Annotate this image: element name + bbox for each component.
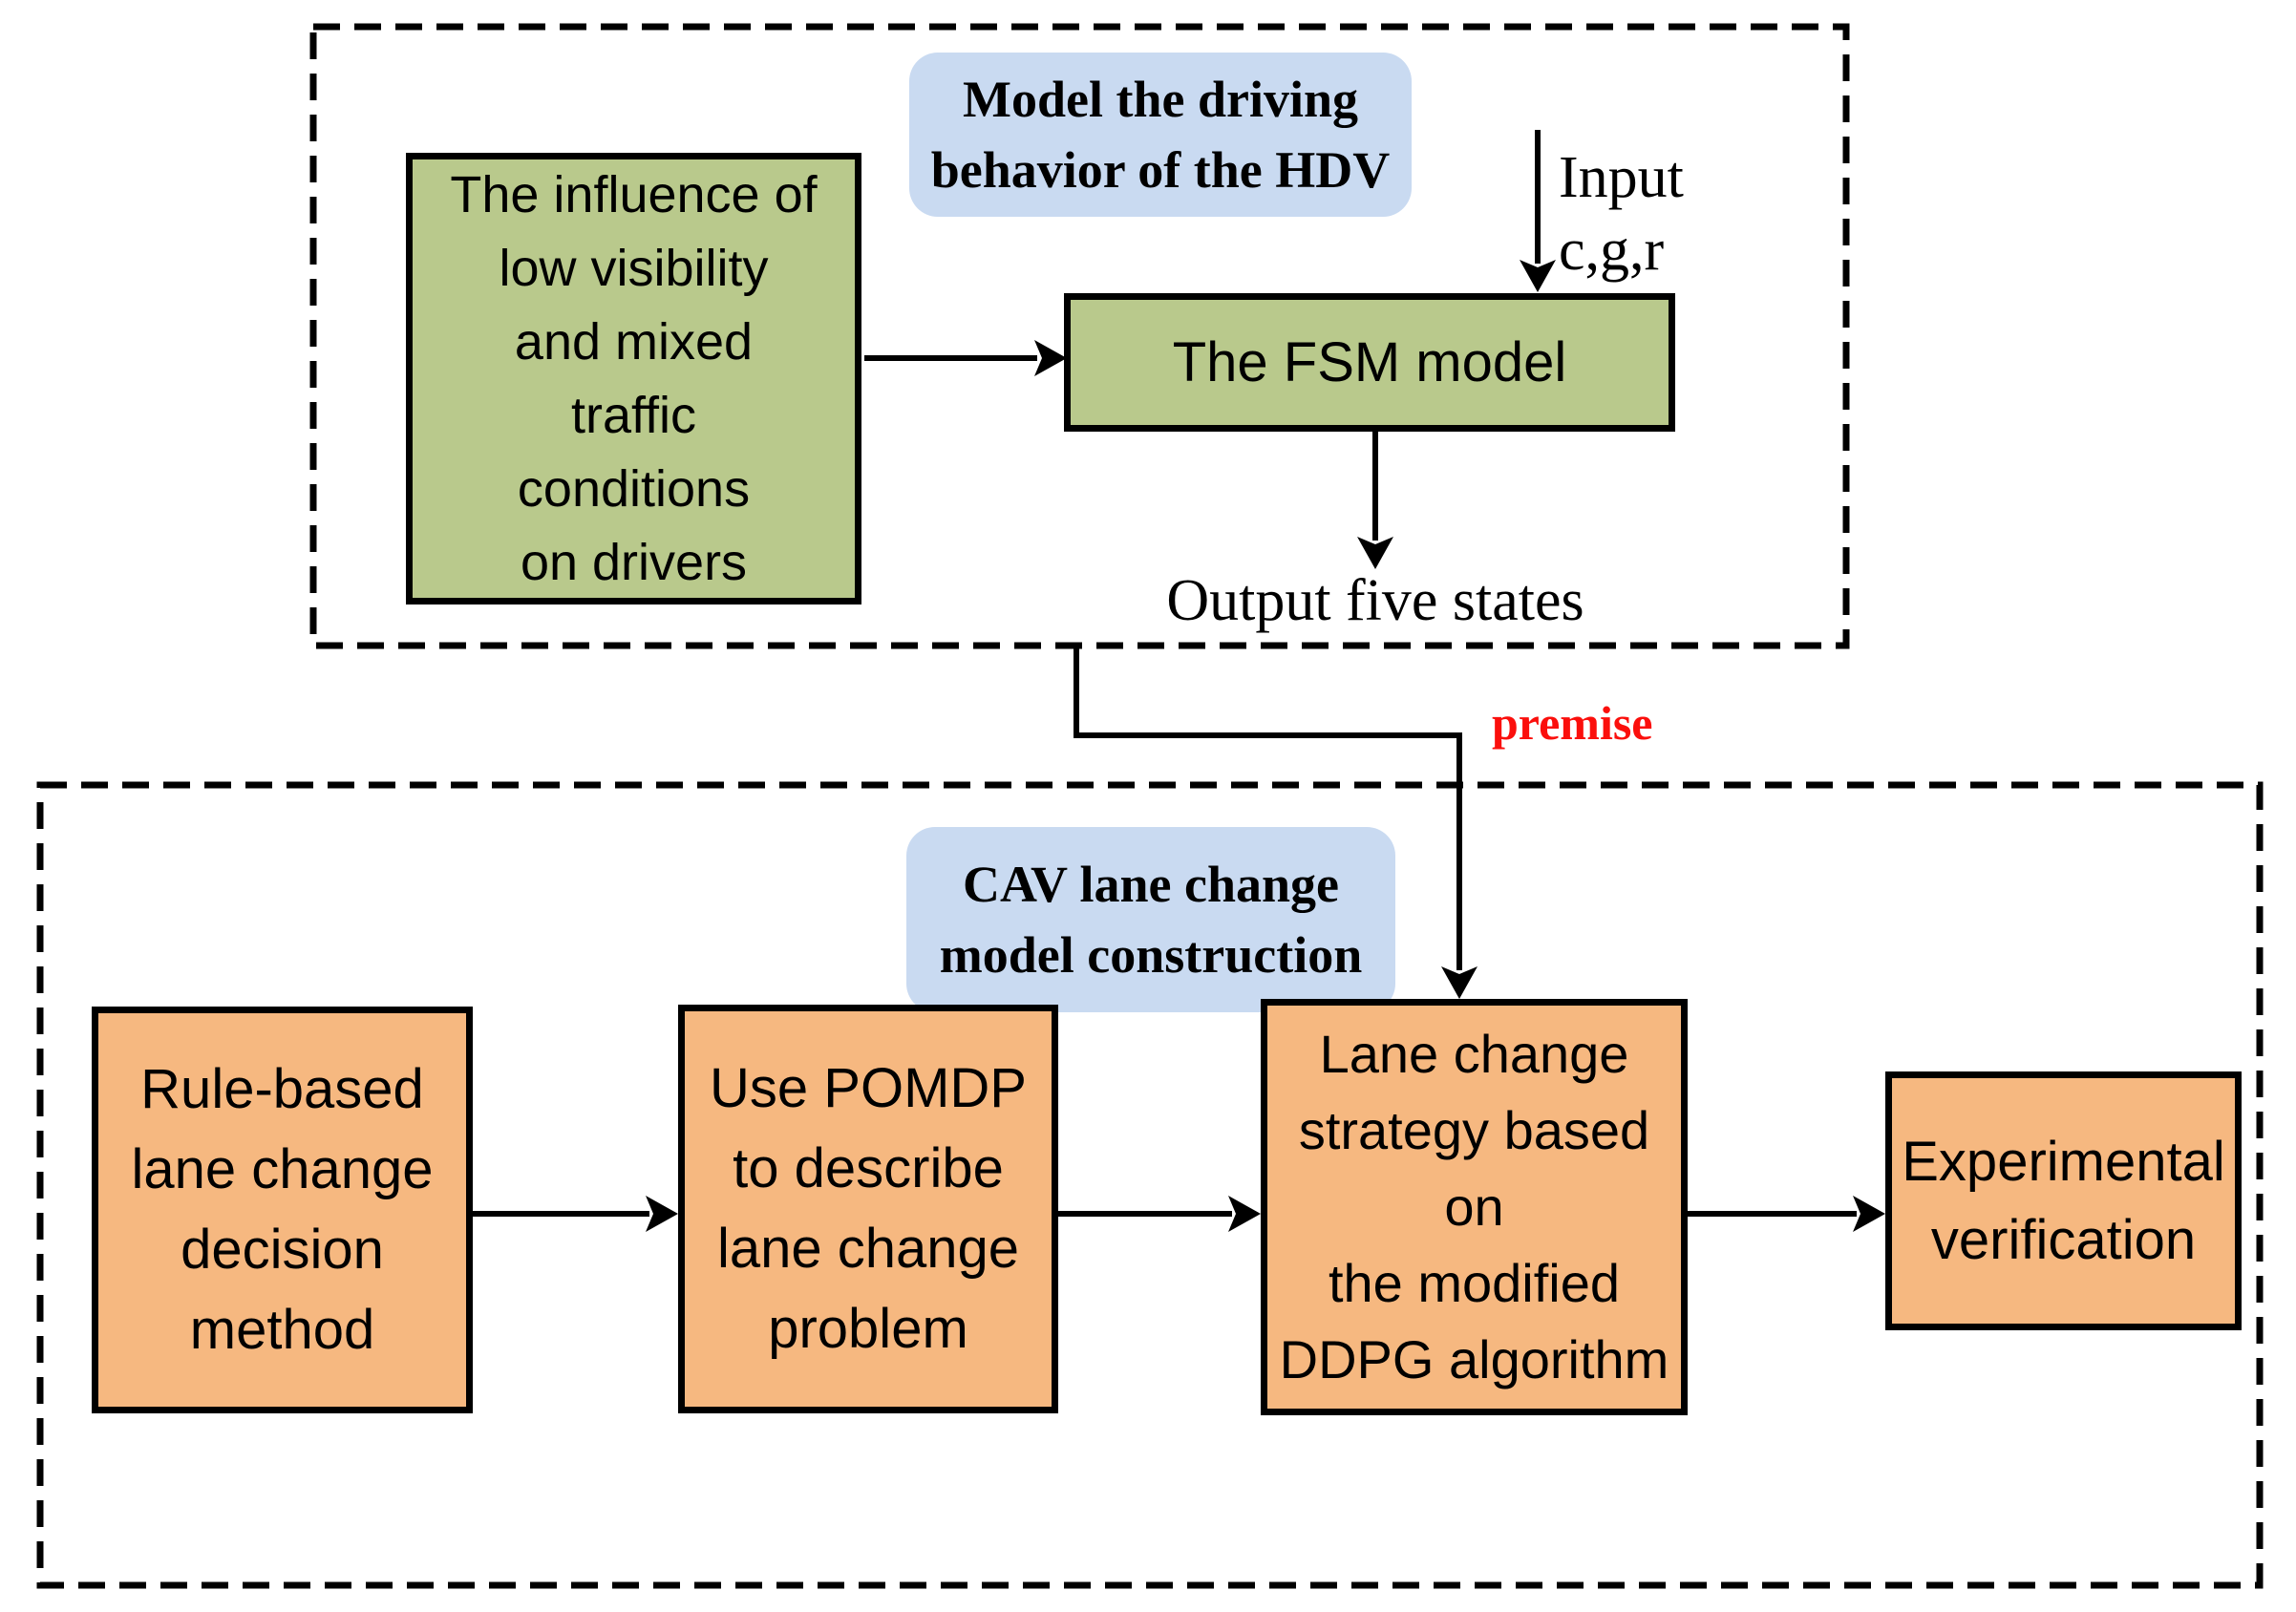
connector-premise-line bbox=[1074, 646, 1462, 970]
influence-box: The influence of low visibility and mixe… bbox=[406, 153, 861, 604]
arrow-influence-to-fsm-head bbox=[1034, 340, 1067, 376]
input-annotation-line: Input bbox=[1559, 145, 1684, 210]
hdv-section-border bbox=[309, 23, 1850, 649]
influence-box-line: and mixed bbox=[514, 312, 754, 371]
rule-based-box: Rule-based lane change decision method bbox=[92, 1007, 473, 1413]
ddpg-strategy-box-line: on bbox=[1444, 1177, 1504, 1237]
experimental-verification-box: Experimental verification bbox=[1885, 1071, 2242, 1330]
cav-section-title: CAV lane change model construction bbox=[906, 827, 1395, 1012]
influence-box-line: low visibility bbox=[499, 239, 769, 297]
pomdp-box-line: to describe bbox=[733, 1137, 1004, 1199]
influence-box-line: The influence of bbox=[450, 165, 818, 223]
pomdp-box-line: problem bbox=[768, 1298, 968, 1360]
arrow-rule-to-pomdp-head bbox=[646, 1196, 678, 1232]
premise-label-text: premise bbox=[1492, 696, 1653, 750]
arrow-fsm-to-output-head bbox=[1357, 537, 1393, 569]
ddpg-strategy-box-line: the modified bbox=[1328, 1253, 1621, 1313]
experimental-verification-box-line: verification bbox=[1930, 1208, 2197, 1271]
fsm-box: The FSM model bbox=[1064, 293, 1675, 432]
pomdp-box-line: Use POMDP bbox=[710, 1057, 1027, 1119]
premise-label: premise bbox=[1492, 695, 1652, 751]
connector-premise-head bbox=[1441, 966, 1478, 999]
arrow-pomdp-to-ddpg-head bbox=[1228, 1196, 1261, 1232]
input-annotation-line: c,g,r bbox=[1559, 218, 1665, 283]
rule-based-box-line: decision bbox=[181, 1219, 384, 1281]
ddpg-strategy-box-line: DDPG algorithm bbox=[1279, 1329, 1669, 1389]
cav-section-title-line: model construction bbox=[939, 926, 1363, 984]
influence-box-line: traffic bbox=[570, 386, 697, 444]
rule-based-box-line: Rule-based bbox=[140, 1058, 424, 1120]
arrow-input-to-fsm-head bbox=[1520, 260, 1556, 292]
input-annotation: Input c,g,r bbox=[1559, 141, 1684, 286]
ddpg-strategy-box-line: Lane change bbox=[1319, 1024, 1629, 1084]
influence-box-line: conditions bbox=[517, 459, 751, 518]
arrow-ddpg-to-experiment-head bbox=[1853, 1196, 1885, 1232]
pomdp-box-line: lane change bbox=[716, 1218, 1020, 1280]
output-annotation-text: Output five states bbox=[1166, 568, 1584, 633]
hdv-section-title-line: Model the driving bbox=[963, 71, 1358, 128]
hdv-section-title: Model the driving behavior of the HDV bbox=[909, 53, 1412, 217]
ddpg-strategy-box-line: strategy based bbox=[1298, 1100, 1650, 1160]
rule-based-box-line: lane change bbox=[131, 1138, 434, 1200]
cav-section-border bbox=[36, 781, 2264, 1589]
ddpg-strategy-box: Lane change strategy based on the modifi… bbox=[1261, 999, 1688, 1415]
experimental-verification-box-line: Experimental bbox=[1902, 1130, 2225, 1193]
output-annotation: Output five states bbox=[1137, 567, 1614, 635]
hdv-section-title-line: behavior of the HDV bbox=[930, 141, 1391, 199]
fsm-box-label: The FSM model bbox=[1172, 331, 1567, 393]
cav-section-title-line: CAV lane change bbox=[962, 856, 1340, 913]
influence-box-line: on drivers bbox=[520, 533, 748, 591]
pomdp-box: Use POMDP to describe lane change proble… bbox=[678, 1005, 1058, 1413]
rule-based-box-line: method bbox=[189, 1299, 375, 1361]
